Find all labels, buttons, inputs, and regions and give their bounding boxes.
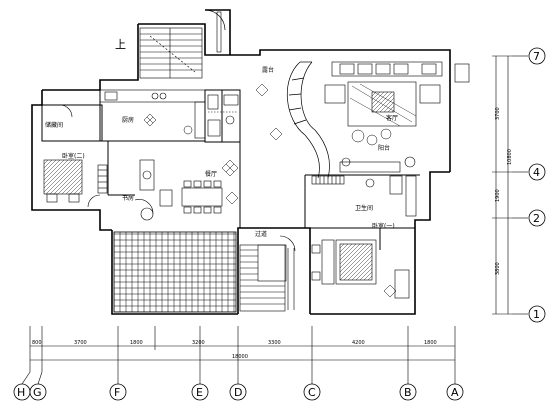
dim-bottom-total: 18000: [232, 354, 248, 360]
col-axis-label: A: [451, 386, 459, 399]
plant-icon: [269, 127, 283, 141]
plant-icon: [221, 159, 239, 177]
col-axis-label: E: [196, 386, 203, 399]
stair-treads-right: [170, 33, 202, 71]
bed-icon: [335, 239, 377, 285]
wc-label: 卫生间: [355, 204, 373, 212]
tv-cabinet: [454, 63, 470, 83]
column-axis-connectors: [21, 371, 456, 385]
wc-fixtures: [207, 94, 239, 137]
dim-bottom: 3300: [268, 340, 281, 346]
col-axis-label: H: [17, 386, 25, 399]
right-dimension-lines: [492, 55, 528, 315]
bottom-dimension-lines: [29, 326, 456, 372]
sink-icon: [104, 91, 118, 101]
stair-up-label: 上: [115, 38, 126, 51]
utility-label: 储藏间: [45, 121, 63, 129]
row-axis-markers: [528, 47, 546, 323]
bedroom-two-label: 卧室(二): [62, 152, 85, 160]
plant-icon: [351, 128, 392, 146]
dim-bottom: 800: [32, 340, 42, 346]
col-axis-label: D: [234, 386, 242, 399]
kitchen-label: 厨房: [122, 116, 134, 124]
stair-break-line: [149, 35, 196, 73]
dim-right-3: 3800: [495, 262, 501, 275]
col-axis-label: C: [308, 386, 316, 399]
dim-bottom: 1800: [424, 340, 437, 346]
plant-icon: [183, 125, 193, 135]
dining-label: 餐厅: [205, 170, 217, 178]
entry-door-leaf: [216, 11, 222, 53]
balcony-label: 阳台: [378, 144, 390, 152]
tv-cabinet: [394, 269, 410, 299]
col-axis-label: F: [114, 386, 120, 399]
living-room-furniture: [324, 61, 470, 127]
rug: [347, 81, 417, 127]
lower-staircase: [239, 235, 296, 312]
dim-right-total: 10800: [507, 149, 513, 165]
door-swing: [87, 194, 101, 208]
bedroom-one-label: 卧室(一): [372, 222, 395, 230]
sofa-icon: [331, 61, 443, 77]
plant-icon: [143, 113, 157, 127]
stove-burner-icon: [151, 92, 159, 100]
armchair-icon: [324, 84, 346, 104]
hall-label: 过道: [255, 230, 267, 238]
col-axis-label: G: [33, 386, 42, 399]
dim-bottom: 3200: [192, 340, 205, 346]
stair-treads-left: [140, 33, 170, 71]
plant-icon: [255, 83, 269, 97]
toilet-icon: [142, 170, 152, 180]
bedroom-two-furniture: [43, 159, 108, 203]
wardrobe-icon: [97, 164, 108, 194]
door-swing: [59, 104, 73, 118]
plant-icon: [383, 284, 397, 298]
study-furniture: [134, 159, 155, 221]
toilet-icon: [365, 178, 375, 188]
terrace-label: 露台: [262, 66, 274, 74]
entry-door-swing: [204, 9, 226, 31]
row-axis-label: 2: [533, 212, 540, 225]
plant-icon: [225, 191, 239, 205]
dim-bottom: 3700: [74, 340, 87, 346]
dim-right-1: 3700: [495, 107, 501, 120]
spiral-stair: [287, 61, 330, 179]
column-axis-markers: [13, 383, 464, 401]
living-label: 客厅: [386, 114, 398, 122]
row-axis-label: 1: [533, 308, 540, 321]
dim-right-2: 1900: [495, 189, 501, 202]
tiled-terrace: [113, 231, 237, 313]
kitchen-fixtures: [99, 89, 206, 139]
study-label: 书房: [122, 194, 134, 202]
main-staircase: [139, 27, 203, 79]
bedroom-one-furniture: [311, 239, 410, 299]
row-axis-label: 4: [533, 166, 540, 179]
hall-furniture: [311, 156, 417, 217]
dim-bottom: 1800: [130, 340, 143, 346]
dim-bottom: 4200: [352, 340, 365, 346]
dining-table: [181, 187, 223, 207]
armchair-icon: [419, 84, 441, 104]
dining-set: [159, 180, 223, 214]
row-axis-label: 7: [533, 50, 540, 63]
toilet-icon: [225, 115, 235, 125]
col-axis-label: B: [404, 386, 412, 399]
stove-burner-icon: [159, 92, 167, 100]
interior-walls: [41, 89, 420, 250]
